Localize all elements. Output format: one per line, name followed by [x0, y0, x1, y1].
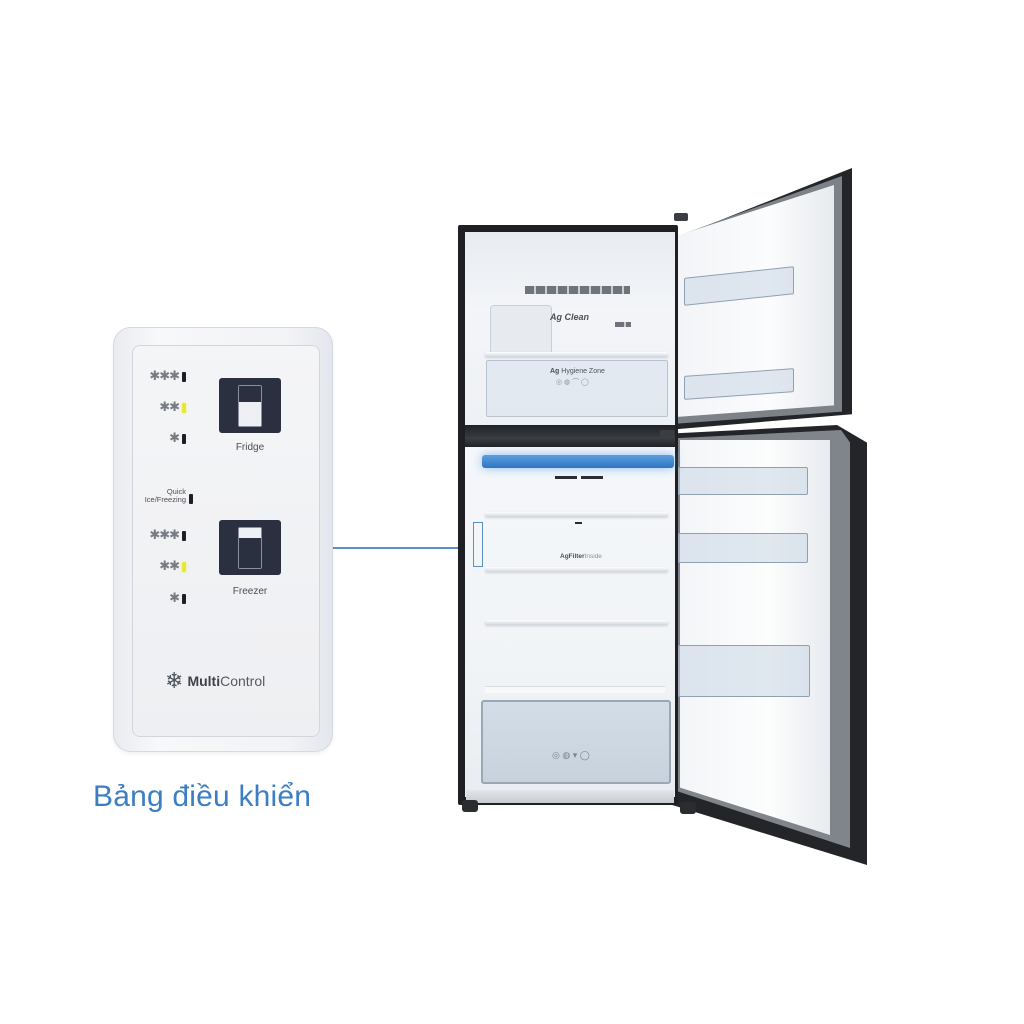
led-indicator-active — [182, 403, 186, 413]
foot — [680, 802, 696, 814]
led-indicator — [182, 531, 186, 541]
base-panel — [466, 790, 674, 803]
hinge — [660, 430, 674, 438]
vent-slot — [555, 476, 577, 479]
small-vent — [615, 322, 631, 327]
fridge-level-3: ✱✱✱ — [126, 370, 186, 384]
door-liner-bottom — [680, 440, 830, 835]
door-shelf-bottom-1[interactable] — [663, 467, 808, 495]
air-vent — [525, 286, 630, 294]
shelf[interactable] — [485, 620, 668, 625]
fridge-button-label: Fridge — [235, 442, 265, 453]
star-icons: ✱ — [169, 591, 180, 606]
led-indicator — [182, 594, 186, 604]
door-shelf-bottom-3[interactable] — [663, 645, 810, 697]
led-indicator-active — [182, 562, 186, 572]
toggle-icon — [238, 526, 262, 569]
fridge-level-2: ✱✱ — [126, 401, 186, 415]
hygiene-zone-label: Ag Hygiene Zone — [550, 368, 605, 375]
led-light-strip — [482, 455, 674, 468]
led-indicator — [189, 494, 193, 504]
star-icons: ✱✱ — [159, 559, 180, 574]
hygiene-icons: ◎ ◍ ⌒ ◯ — [556, 379, 589, 386]
callout-line — [333, 547, 473, 549]
freezer-level-1: ✱ — [126, 592, 186, 606]
ag-filter-label: AgFilterInside — [560, 553, 602, 560]
drawer-icons: ◎ ◍ ▾ ◯ — [552, 750, 590, 760]
shelf[interactable] — [485, 352, 668, 357]
shelf[interactable] — [485, 567, 668, 572]
vent-slot — [581, 476, 603, 479]
freezer-level-2: ✱✱ — [126, 560, 186, 574]
multicontrol-logo: ❄ MultiControl — [165, 669, 266, 694]
led-indicator — [182, 372, 186, 382]
drawer-cover — [485, 686, 665, 693]
hinge — [674, 213, 688, 221]
star-icons: ✱✱✱ — [149, 369, 180, 384]
mid-divider — [465, 425, 675, 447]
filter-highlight — [473, 522, 483, 567]
fridge-level-1: ✱ — [126, 432, 186, 446]
crisper-drawer[interactable] — [481, 700, 671, 784]
freezer-button-label: Freezer — [232, 586, 268, 597]
toggle-icon — [238, 384, 262, 427]
door-shelf-bottom-2[interactable] — [663, 533, 808, 563]
quick-freeze-label: Quick Ice/Freezing — [144, 487, 186, 504]
foot — [462, 800, 478, 812]
hygiene-zone-tray[interactable] — [486, 360, 668, 417]
star-icons: ✱ — [169, 431, 180, 446]
indicator-slot — [575, 522, 582, 524]
freezer-level-3: ✱✱✱ — [126, 529, 186, 543]
led-indicator — [182, 434, 186, 444]
control-panel-caption: Bảng điều khiển — [93, 780, 312, 813]
star-icons: ✱✱ — [159, 400, 180, 415]
fridge-button[interactable] — [219, 378, 281, 433]
ag-clean-label: Ag Clean — [550, 312, 590, 322]
quick-freeze-indicator: Quick Ice/Freezing — [126, 488, 193, 504]
star-icons: ✱✱✱ — [149, 528, 180, 543]
freezer-button[interactable] — [219, 520, 281, 575]
snowflake-icon: ❄ — [165, 669, 184, 694]
ice-tray[interactable] — [490, 305, 552, 357]
shelf[interactable] — [485, 512, 668, 517]
